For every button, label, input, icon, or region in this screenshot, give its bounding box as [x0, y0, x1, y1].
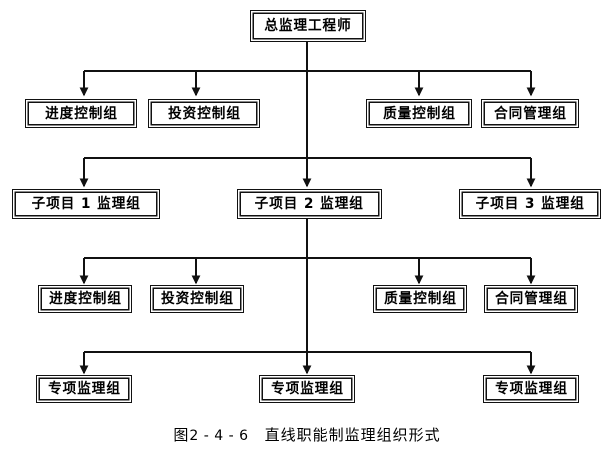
node-l2-contract-management-group-label: 合同管理组 — [493, 105, 567, 122]
node-subproject-1-supervision-group-label: 子项目 1 监理组 — [31, 196, 141, 212]
node-l2-schedule-control-group-label: 进度控制组 — [44, 105, 118, 122]
node-subproject-3-supervision-group-label: 子项目 3 监理组 — [475, 196, 585, 212]
node-subproject-1-supervision-group[interactable]: 子项目 1 监理组 — [12, 189, 160, 219]
figure-caption-number: 2 - 4 - 6 — [189, 428, 249, 444]
figure-caption-title: 直线职能制监理组织形式 — [264, 426, 441, 444]
node-l4-contract-management-group[interactable]: 合同管理组 — [484, 285, 578, 313]
node-l2-contract-management-group[interactable]: 合同管理组 — [481, 99, 579, 128]
node-subproject-3-supervision-group[interactable]: 子项目 3 监理组 — [459, 189, 601, 219]
node-special-supervision-group-center-label: 专项监理组 — [270, 381, 344, 397]
figure-caption-label: 图 — [173, 426, 190, 444]
node-special-supervision-group-center[interactable]: 专项监理组 — [259, 375, 355, 403]
node-l2-schedule-control-group[interactable]: 进度控制组 — [25, 99, 137, 128]
node-l2-quality-control-group[interactable]: 质量控制组 — [366, 99, 472, 128]
node-l2-quality-control-group-label: 质量控制组 — [382, 105, 456, 122]
node-l4-investment-control-group-label: 投资控制组 — [160, 291, 234, 307]
node-subproject-2-supervision-group[interactable]: 子项目 2 监理组 — [237, 189, 382, 219]
figure-caption: 图2 - 4 - 6 直线职能制监理组织形式 — [0, 424, 614, 445]
node-l4-schedule-control-group-label: 进度控制组 — [48, 291, 122, 307]
node-chief-supervisor[interactable]: 总监理工程师 — [250, 10, 366, 42]
node-l4-contract-management-group-label: 合同管理组 — [494, 291, 568, 307]
node-special-supervision-group-left-label: 专项监理组 — [47, 381, 121, 397]
node-special-supervision-group-left[interactable]: 专项监理组 — [36, 375, 132, 403]
node-special-supervision-group-right[interactable]: 专项监理组 — [483, 375, 579, 403]
node-l4-schedule-control-group[interactable]: 进度控制组 — [38, 285, 132, 313]
node-chief-supervisor-label: 总监理工程师 — [264, 18, 352, 34]
node-l2-investment-control-group-label: 投资控制组 — [167, 105, 241, 122]
node-l4-quality-control-group-label: 质量控制组 — [383, 291, 457, 307]
node-l4-investment-control-group[interactable]: 投资控制组 — [150, 285, 244, 313]
node-l4-quality-control-group[interactable]: 质量控制组 — [373, 285, 467, 313]
node-subproject-2-supervision-group-label: 子项目 2 监理组 — [254, 196, 365, 212]
node-l2-investment-control-group[interactable]: 投资控制组 — [148, 99, 260, 128]
node-special-supervision-group-right-label: 专项监理组 — [494, 381, 568, 397]
